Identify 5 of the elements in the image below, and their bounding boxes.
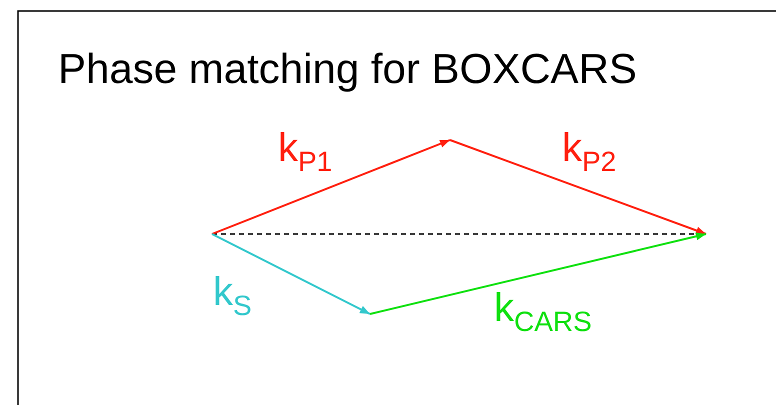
- vector-label: k$_{P2}$: [562, 128, 616, 176]
- title: Phase matching for BOXCARS: [58, 48, 637, 90]
- vector-label: k$_{CARS}$: [494, 288, 592, 336]
- vector-label: k$_{P1}$: [278, 128, 332, 176]
- vector-label: k$_{S}$: [213, 272, 252, 320]
